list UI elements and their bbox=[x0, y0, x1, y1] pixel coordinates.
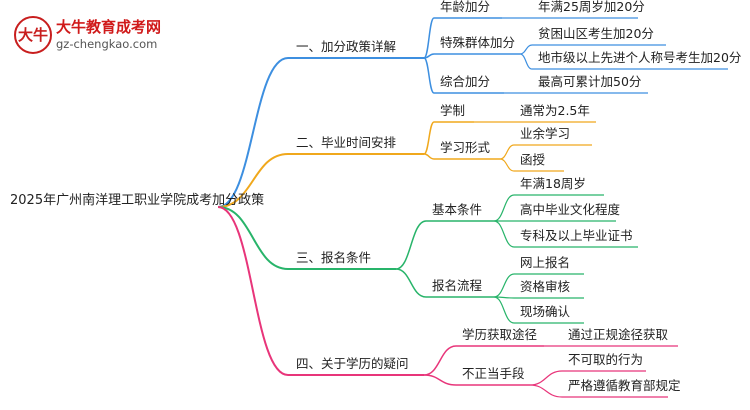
connector-line bbox=[529, 370, 563, 386]
connector-line bbox=[423, 121, 435, 155]
leaf-node: 年满25周岁加20分 bbox=[538, 0, 645, 14]
branch-node: 二、毕业时间安排 bbox=[296, 135, 397, 150]
leaf-node: 函授 bbox=[520, 152, 546, 167]
leaf-node: 年满18周岁 bbox=[520, 176, 586, 191]
sub-node: 特殊群体加分 bbox=[440, 35, 516, 50]
connector-line bbox=[519, 44, 533, 55]
sub-node: 学习形式 bbox=[440, 140, 491, 155]
connector-line bbox=[423, 374, 457, 386]
leaf-node: 最高可累计加50分 bbox=[538, 74, 642, 89]
connector-line bbox=[423, 345, 457, 376]
leaf-node: 通常为2.5年 bbox=[520, 103, 590, 118]
leaf-node: 严格遵循教育部规定 bbox=[568, 378, 681, 393]
leaf-node: 贫困山区考生加20分 bbox=[538, 26, 654, 41]
connector-line bbox=[493, 220, 515, 248]
connector-line bbox=[499, 144, 515, 160]
leaf-node: 网上报名 bbox=[520, 255, 571, 270]
sub-node: 基本条件 bbox=[432, 202, 483, 217]
connector-line bbox=[217, 57, 289, 208]
sub-node: 综合加分 bbox=[440, 74, 491, 89]
connector-line bbox=[395, 268, 427, 298]
leaf-node: 地市级以上先进个人称号考生加20分 bbox=[538, 50, 742, 65]
sub-node: 不正当手段 bbox=[462, 366, 525, 381]
sub-node: 年龄加分 bbox=[440, 0, 491, 14]
connector-line bbox=[217, 153, 289, 208]
root-node: 2025年广州南洋理工职业学院成考加分政策 bbox=[10, 193, 265, 208]
connector-line bbox=[423, 57, 435, 94]
connector-line bbox=[493, 194, 515, 222]
branch-node: 四、关于学历的疑问 bbox=[296, 356, 409, 371]
leaf-node: 专科及以上毕业证书 bbox=[520, 228, 633, 243]
leaf-node: 业余学习 bbox=[520, 126, 571, 141]
connector-line bbox=[529, 384, 563, 398]
connector-line bbox=[499, 158, 515, 172]
connector-line bbox=[423, 153, 435, 160]
logo-title: 大牛教育成考网 bbox=[56, 18, 162, 36]
sub-node: 学历获取途径 bbox=[462, 327, 538, 342]
branch-node: 一、加分政策详解 bbox=[296, 39, 397, 54]
connector-line bbox=[493, 273, 515, 298]
connector-line bbox=[217, 206, 289, 270]
connector-line bbox=[395, 220, 427, 270]
logo-url: gz-chengkao.com bbox=[56, 37, 158, 51]
sub-node: 报名流程 bbox=[432, 278, 483, 293]
branch-node: 三、报名条件 bbox=[296, 250, 372, 265]
connector-line bbox=[493, 296, 515, 324]
connector-line bbox=[519, 53, 533, 70]
leaf-node: 高中毕业文化程度 bbox=[520, 202, 621, 217]
connector-line bbox=[217, 206, 289, 376]
leaf-node: 现场确认 bbox=[520, 304, 571, 319]
connector-line bbox=[423, 17, 435, 59]
sub-node: 学制 bbox=[440, 103, 466, 118]
leaf-node: 不可取的行为 bbox=[568, 352, 644, 367]
logo-mark-icon: 大牛 bbox=[14, 16, 52, 54]
leaf-node: 资格审核 bbox=[520, 279, 571, 294]
site-logo: 大牛 大牛教育成考网 gz-chengkao.com bbox=[8, 10, 178, 56]
leaf-node: 通过正规途径获取 bbox=[568, 327, 669, 342]
